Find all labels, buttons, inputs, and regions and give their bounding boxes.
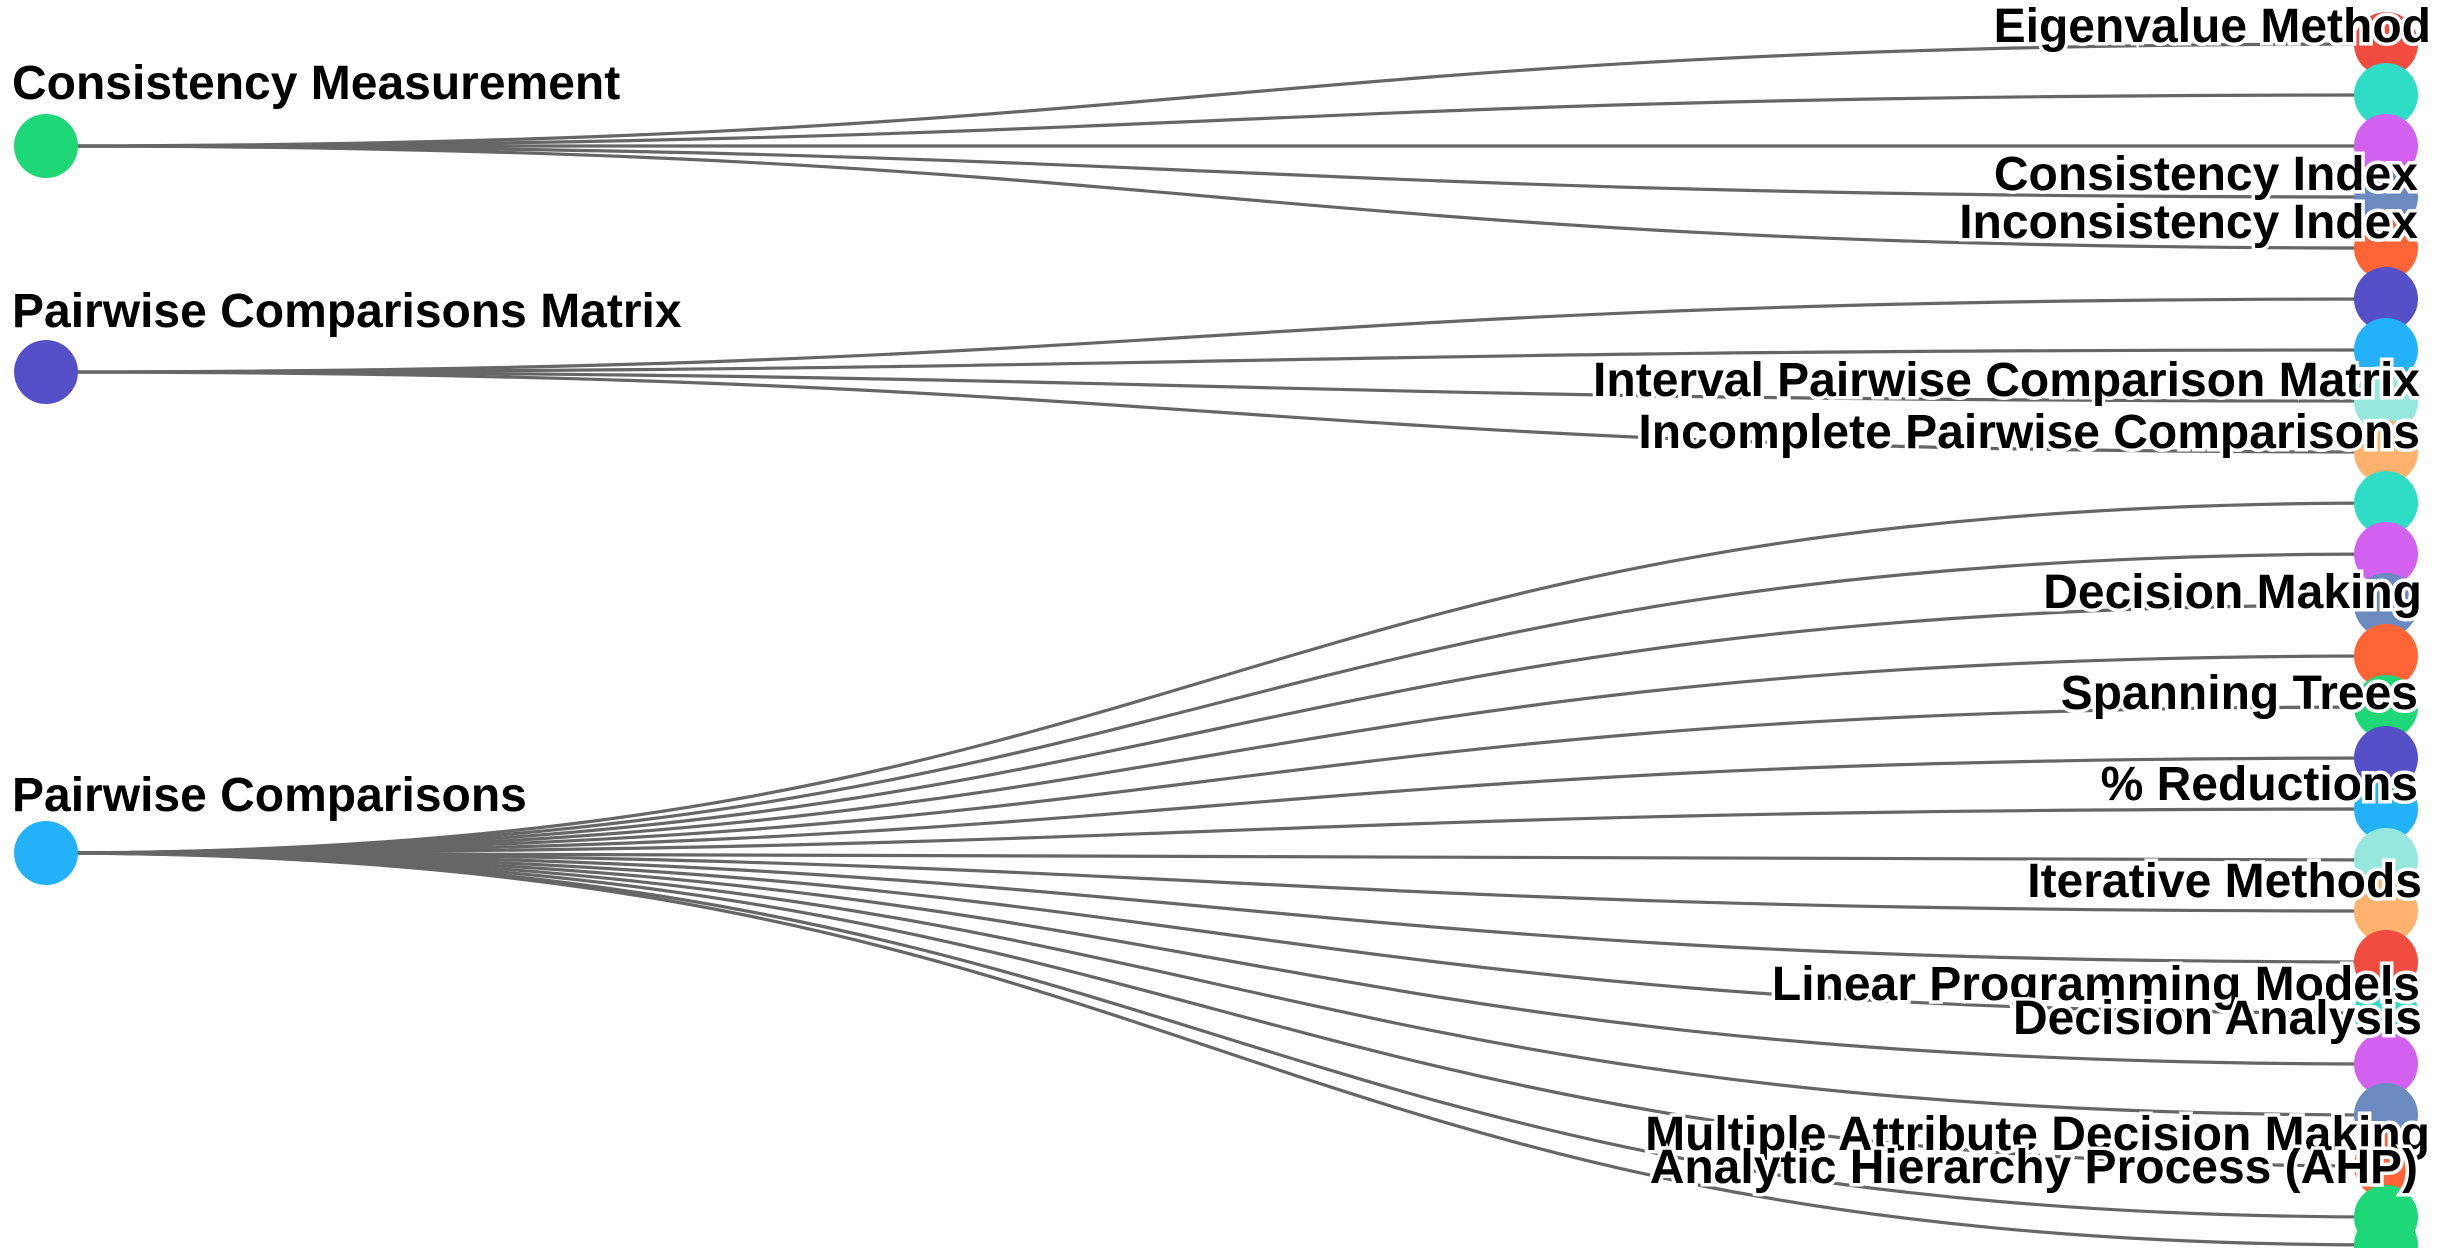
target-node-18[interactable] (2354, 879, 2418, 943)
target-node-2[interactable] (2354, 63, 2418, 127)
edges-layer (45, 42, 2387, 1247)
target-node-decision-analysis[interactable] (2354, 981, 2418, 1045)
target-label-multiple-attribute-decision-making: Multiple Attribute Decision Making (1645, 1108, 2430, 1161)
edge-pairwise-comparisons-matrix-to-target-8 (45, 370, 2387, 403)
edge-pairwise-comparisons-to-target-19 (45, 851, 2387, 964)
target-node-inconsistency-index[interactable] (2354, 165, 2418, 229)
nodes-layer (14, 12, 2418, 1248)
target-label-eigenvalue-method: Eigenvalue Method (1994, 0, 2431, 53)
target-label-reductions: % Reductions (2101, 758, 2418, 811)
target-node-reductions[interactable] (2354, 726, 2418, 790)
target-label-linear-programming-models: Linear Programming Models (1772, 958, 2420, 1011)
target-node-iterative-methods[interactable] (2354, 828, 2418, 892)
edge-pairwise-comparisons-to-target-10 (45, 501, 2387, 855)
source-node-pairwise-comparisons-matrix[interactable] (14, 340, 78, 404)
edge-pairwise-comparisons-to-target-25 (45, 851, 2387, 1247)
edge-pairwise-comparisons-to-target-17 (45, 851, 2387, 862)
target-node-incomplete-pairwise-comparisons[interactable] (2354, 369, 2418, 433)
edge-consistency-measurement-to-target-1 (45, 42, 2387, 148)
edge-pairwise-comparisons-to-target-20 (45, 851, 2387, 1015)
target-label-incomplete-pairwise-comparisons: Incomplete Pairwise Comparisons (1638, 406, 2420, 459)
edge-pairwise-comparisons-to-target-14 (45, 705, 2387, 855)
target-node-16[interactable] (2354, 777, 2418, 841)
source-label-consistency-measurement: Consistency Measurement (12, 57, 620, 110)
source-node-consistency-measurement[interactable] (14, 114, 78, 178)
target-label-decision-analysis: Decision Analysis (2013, 992, 2422, 1045)
target-label-analytic-hierarchy-process-ahp: Analytic Hierarchy Process (AHP) (1650, 1141, 2418, 1194)
target-node-linear-programming-models[interactable] (2354, 930, 2418, 994)
edge-consistency-measurement-to-target-5 (45, 144, 2387, 250)
target-node-eigenvalue-method[interactable] (2354, 12, 2418, 76)
target-node-21[interactable] (2354, 1032, 2418, 1096)
target-node-9[interactable] (2354, 420, 2418, 484)
edge-pairwise-comparisons-to-target-18 (45, 851, 2387, 913)
source-label-pairwise-comparisons-matrix: Pairwise Comparisons Matrix (12, 285, 682, 338)
target-node-14[interactable] (2354, 675, 2418, 739)
edge-pairwise-comparisons-matrix-to-target-9 (45, 370, 2387, 454)
target-node-5[interactable] (2354, 216, 2418, 280)
target-node-consistency-index[interactable] (2354, 114, 2418, 178)
edge-pairwise-comparisons-to-target-22 (45, 851, 2387, 1117)
target-node-spanning-trees[interactable] (2354, 624, 2418, 688)
target-label-interval-pairwise-comparison-matrix: Interval Pairwise Comparison Matrix (1593, 354, 2420, 407)
source-node-pairwise-comparisons[interactable] (14, 821, 78, 885)
target-node-multiple-attribute-decision-making[interactable] (2354, 1083, 2418, 1147)
target-node-12[interactable] (2354, 573, 2418, 637)
edge-consistency-measurement-to-target-2 (45, 93, 2387, 148)
target-label-spanning-trees: Spanning Trees (2061, 667, 2418, 720)
target-label-iterative-methods: Iterative Methods (2027, 855, 2422, 908)
target-node-decision-making[interactable] (2354, 522, 2418, 586)
target-node-analytic-hierarchy-process-ahp[interactable] (2354, 1134, 2418, 1198)
edge-pairwise-comparisons-to-target-21 (45, 851, 2387, 1066)
edge-pairwise-comparisons-matrix-to-target-7 (45, 348, 2387, 374)
edge-pairwise-comparisons-to-target-15 (45, 756, 2387, 855)
edge-pairwise-comparisons-to-target-16 (45, 807, 2387, 855)
target-label-inconsistency-index: Inconsistency Index (1959, 196, 2418, 249)
edge-pairwise-comparisons-matrix-to-target-6 (45, 297, 2387, 374)
edge-consistency-measurement-to-target-4 (45, 144, 2387, 199)
edge-pairwise-comparisons-to-target-11 (45, 552, 2387, 855)
edge-pairwise-comparisons-to-target-13 (45, 654, 2387, 855)
target-node-interval-pairwise-comparison-matrix[interactable] (2354, 318, 2418, 382)
target-node-25[interactable] (2354, 1213, 2418, 1248)
edge-pairwise-comparisons-to-target-12 (45, 603, 2387, 855)
edge-pairwise-comparisons-to-target-23 (45, 851, 2387, 1168)
edge-pairwise-comparisons-to-target-24 (45, 851, 2387, 1219)
target-node-6[interactable] (2354, 267, 2418, 331)
target-label-consistency-index: Consistency Index (1994, 148, 2418, 201)
target-node-10[interactable] (2354, 471, 2418, 535)
source-label-pairwise-comparisons: Pairwise Comparisons (12, 769, 527, 822)
target-label-decision-making: Decision Making (2043, 566, 2422, 619)
